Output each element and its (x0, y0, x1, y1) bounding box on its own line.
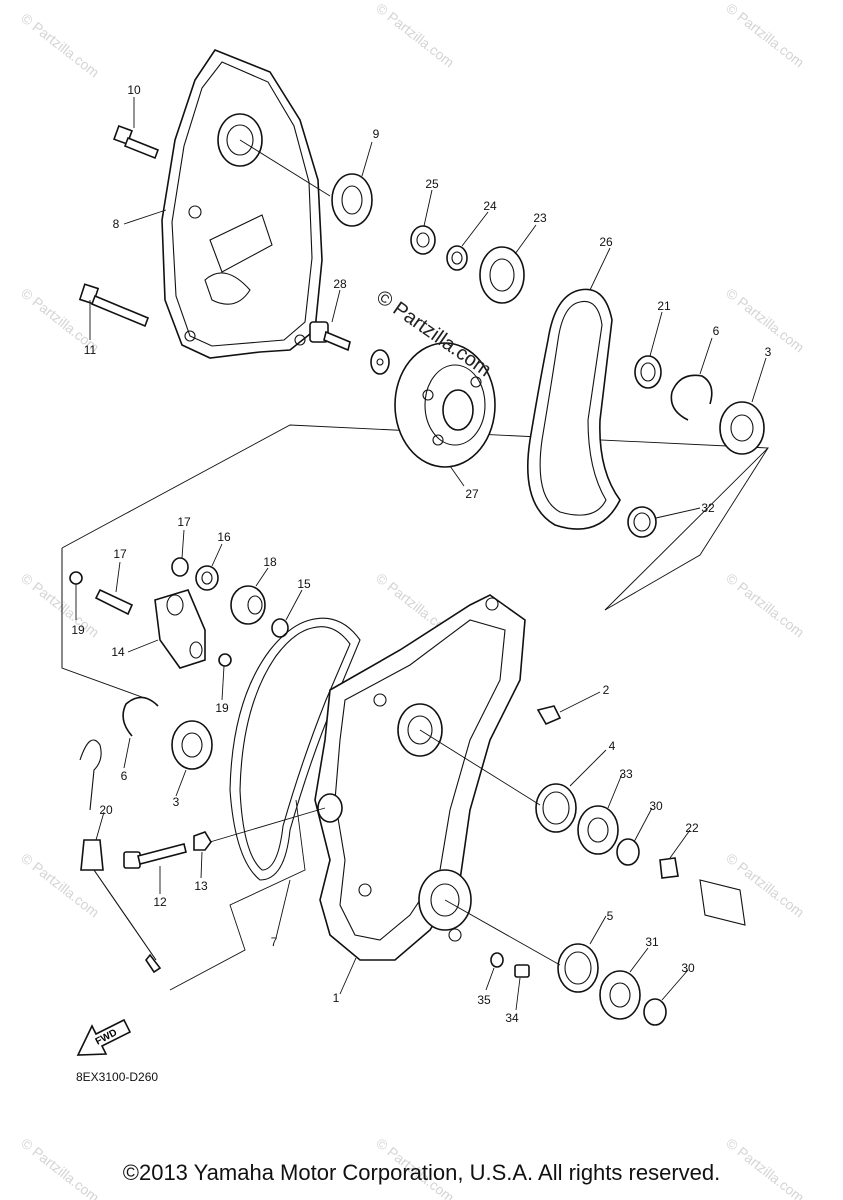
collar-25 (410, 225, 436, 255)
bolt-12 (123, 843, 187, 869)
callout-35: 35 (477, 993, 491, 1007)
watermark-tile: © Partzilla.com (723, 0, 807, 70)
watermark-tile: © Partzilla.com (18, 570, 102, 641)
bearing-3-upper (719, 401, 765, 455)
callout-11: 11 (84, 343, 97, 357)
shaft-end (699, 879, 746, 926)
bolt-28 (309, 321, 351, 352)
watermark-tile: © Partzilla.com (18, 10, 102, 81)
callout-labels: 10 9 8 11 28 25 24 23 26 21 6 3 27 32 17… (71, 83, 771, 1025)
callout-8: 8 (113, 217, 120, 231)
watermark-tiles: © Partzilla.com © Partzilla.com © Partzi… (18, 0, 807, 1200)
callout-17-right: 15 (297, 577, 311, 591)
bolt-10 (113, 125, 160, 160)
callout-15: 18 (263, 555, 277, 569)
callout-25: 25 (425, 177, 439, 191)
callout-19-left: 19 (71, 623, 85, 637)
callout-10: 10 (127, 83, 141, 97)
washer-35 (490, 952, 504, 968)
callout-12: 12 (153, 895, 167, 909)
callout-6-lower: 6 (121, 769, 128, 783)
callout-14: 14 (111, 645, 125, 659)
callout-28: 28 (333, 277, 347, 291)
watermark-tile: © Partzilla.com (723, 570, 807, 641)
copyright-notice: ©2013 Yamaha Motor Corporation, U.S.A. A… (122, 1160, 721, 1185)
callout-24: 24 (483, 199, 497, 213)
assembly-outline (61, 424, 770, 991)
chain-case-housing-1 (314, 594, 526, 961)
bearing-31 (599, 970, 641, 1020)
bearing-16 (195, 565, 219, 591)
plug-22 (659, 857, 679, 879)
chain-case-cover (161, 49, 323, 359)
bearing-33 (577, 805, 619, 855)
washer-17-left (171, 557, 189, 577)
dipstick-20 (79, 739, 162, 974)
drive-chain-26 (527, 288, 621, 530)
spacer-21 (634, 355, 662, 389)
callout-3-lower: 3 (173, 795, 180, 809)
bolt-11 (78, 283, 150, 328)
callout-30-upper: 30 (649, 799, 663, 813)
washer-28 (370, 349, 390, 375)
callout-9: 9 (373, 127, 380, 141)
plug-2 (536, 705, 562, 726)
callout-3-upper: 3 (765, 345, 772, 359)
washer-17-right (271, 618, 289, 638)
pin-18 (94, 588, 134, 616)
callout-18: 17 (113, 547, 127, 561)
callout-21: 21 (657, 299, 671, 313)
callout-7: 7 (271, 935, 278, 949)
tensioner-arm-14 (154, 589, 206, 669)
clip-19-left (69, 571, 83, 585)
circlip-30-lower (643, 998, 667, 1026)
bearing-3-lower (171, 720, 213, 770)
callout-5: 5 (607, 909, 614, 923)
callout-20: 20 (99, 803, 113, 817)
watermark-tile: © Partzilla.com (723, 850, 807, 921)
clip-19-right (218, 653, 232, 667)
callout-27: 27 (465, 487, 479, 501)
callout-30-lower: 30 (681, 961, 695, 975)
callout-2: 2 (603, 683, 610, 697)
circlip-6-lower (122, 696, 159, 737)
sprocket-27 (394, 342, 496, 468)
watermark-tile: © Partzilla.com (373, 0, 457, 70)
roller-15 (230, 585, 266, 625)
leader-lines (75, 97, 767, 1011)
callout-22: 22 (685, 821, 699, 835)
bolt-34 (514, 964, 530, 978)
callout-16: 16 (217, 530, 231, 544)
callout-31: 31 (645, 935, 659, 949)
callout-33: 33 (619, 767, 633, 781)
washer-24 (446, 245, 468, 271)
callout-32: 32 (701, 501, 715, 515)
oil-seal-4 (535, 783, 577, 833)
callout-17-left: 17 (177, 515, 191, 529)
sprocket-23 (479, 246, 525, 304)
callout-19-right: 19 (215, 701, 229, 715)
bearing-9 (331, 173, 373, 227)
oil-seal-5 (557, 943, 599, 993)
callout-34: 34 (505, 1011, 519, 1025)
circlip-30-upper (616, 838, 640, 866)
circlip-6-upper (670, 374, 713, 421)
fwd-arrow-icon (76, 1018, 132, 1056)
nut-13 (193, 831, 212, 851)
seal-32 (627, 506, 657, 538)
callout-6-upper: 6 (713, 324, 720, 338)
diagram-code: 8EX3100-D260 (76, 1070, 159, 1084)
callout-26: 26 (599, 235, 613, 249)
callout-1: 1 (333, 991, 340, 1005)
callout-4: 4 (609, 739, 616, 753)
callout-13: 13 (194, 879, 208, 893)
callout-23: 23 (533, 211, 547, 225)
